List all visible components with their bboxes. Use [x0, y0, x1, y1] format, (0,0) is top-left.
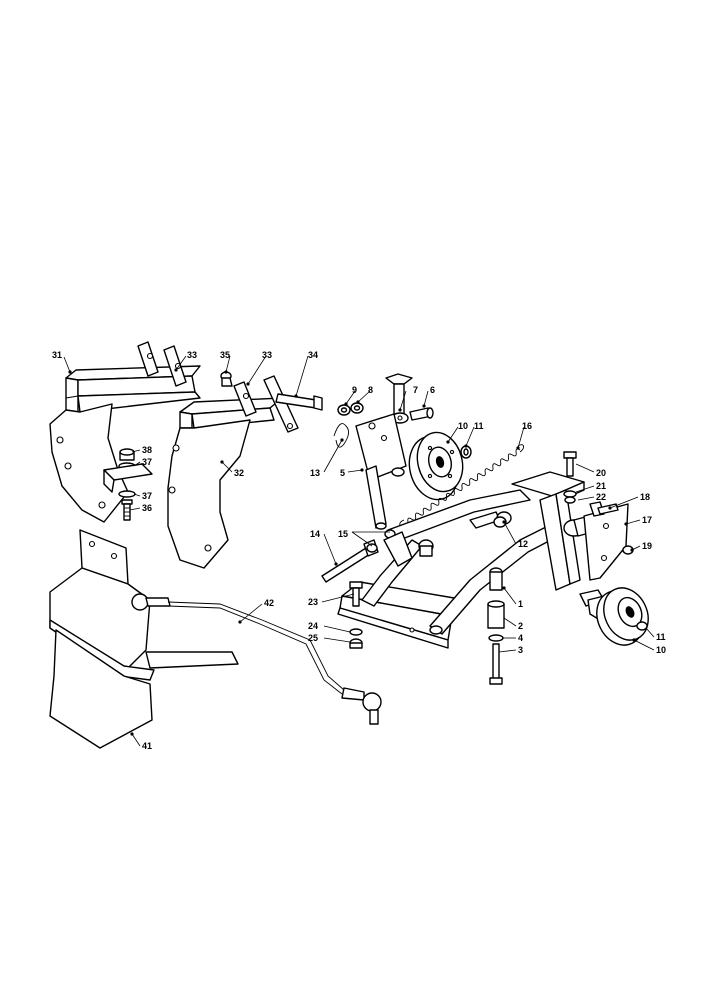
callout-16: 16: [522, 421, 532, 431]
hardware-20-21-22-18-19: [563, 451, 634, 555]
callout-31: 31: [52, 350, 62, 360]
washers-part-15: [366, 529, 413, 567]
callout-7: 7: [413, 385, 418, 395]
callout-15: 15: [338, 529, 348, 539]
bracket-part-32: [167, 375, 299, 569]
bracket-part-17: [579, 503, 629, 621]
callout-41: 41: [142, 741, 152, 751]
callout-leaders: [63, 355, 655, 747]
callout-9: 9: [352, 385, 357, 395]
callout-21: 21: [596, 481, 606, 491]
callout-8: 8: [368, 385, 373, 395]
spacer-part-2: [487, 600, 505, 629]
bolt-part-3: [489, 643, 503, 685]
washer-part-24: [349, 628, 363, 636]
callout-19: 19: [642, 541, 652, 551]
bolt-and-nut-34-35: [220, 371, 323, 411]
bearing-part-11-upper: [460, 445, 472, 459]
callout-38: 38: [142, 445, 152, 455]
callout-2: 2: [518, 621, 523, 631]
bolt-part-23: [349, 581, 363, 607]
bracket-part-31: [49, 341, 201, 523]
knob-part-12: [493, 516, 507, 528]
callout-24: 24: [308, 621, 318, 631]
callout-11: 11: [656, 632, 666, 642]
callout-5: 5: [340, 468, 345, 478]
callout-18: 18: [640, 492, 650, 502]
callout-10: 10: [458, 421, 468, 431]
callout-37: 37: [142, 457, 152, 467]
callout-36: 36: [142, 503, 152, 513]
control-rod-part-42: [131, 593, 382, 725]
callout-6: 6: [430, 385, 435, 395]
hardware-9-8-7-6: [337, 373, 434, 424]
callout-33: 33: [262, 350, 272, 360]
callout-23: 23: [308, 597, 318, 607]
callout-labels: 31 33 35 33 34 9 8 7 6 10 11 16 38 37 32…: [52, 350, 666, 751]
hardware-38-37-36: [103, 448, 153, 521]
callout-4: 4: [518, 633, 523, 643]
nut-part-11-lower: [636, 621, 648, 631]
callout-37: 37: [142, 491, 152, 501]
callout-3: 3: [518, 645, 523, 655]
callout-12: 12: [518, 539, 528, 549]
tension-arm-part-5: [355, 413, 407, 530]
callout-35: 35: [220, 350, 230, 360]
callout-13: 13: [310, 468, 320, 478]
callout-42: 42: [264, 598, 274, 608]
callout-34: 34: [308, 350, 318, 360]
callout-20: 20: [596, 468, 606, 478]
clip-part-13: [333, 423, 349, 448]
nut-part-25: [349, 638, 363, 649]
callout-22: 22: [596, 492, 606, 502]
callout-17: 17: [642, 515, 652, 525]
callout-14: 14: [310, 529, 320, 539]
callout-11: 11: [474, 421, 484, 431]
callout-10: 10: [656, 645, 666, 655]
pulley-part-10-upper: [408, 431, 464, 501]
washer-part-4: [488, 634, 504, 642]
callout-32: 32: [234, 468, 244, 478]
callout-33: 33: [187, 350, 197, 360]
callout-1: 1: [518, 599, 523, 609]
cover-part-41: [49, 529, 239, 749]
callout-dots: [68, 368, 636, 736]
callout-25: 25: [308, 633, 318, 643]
